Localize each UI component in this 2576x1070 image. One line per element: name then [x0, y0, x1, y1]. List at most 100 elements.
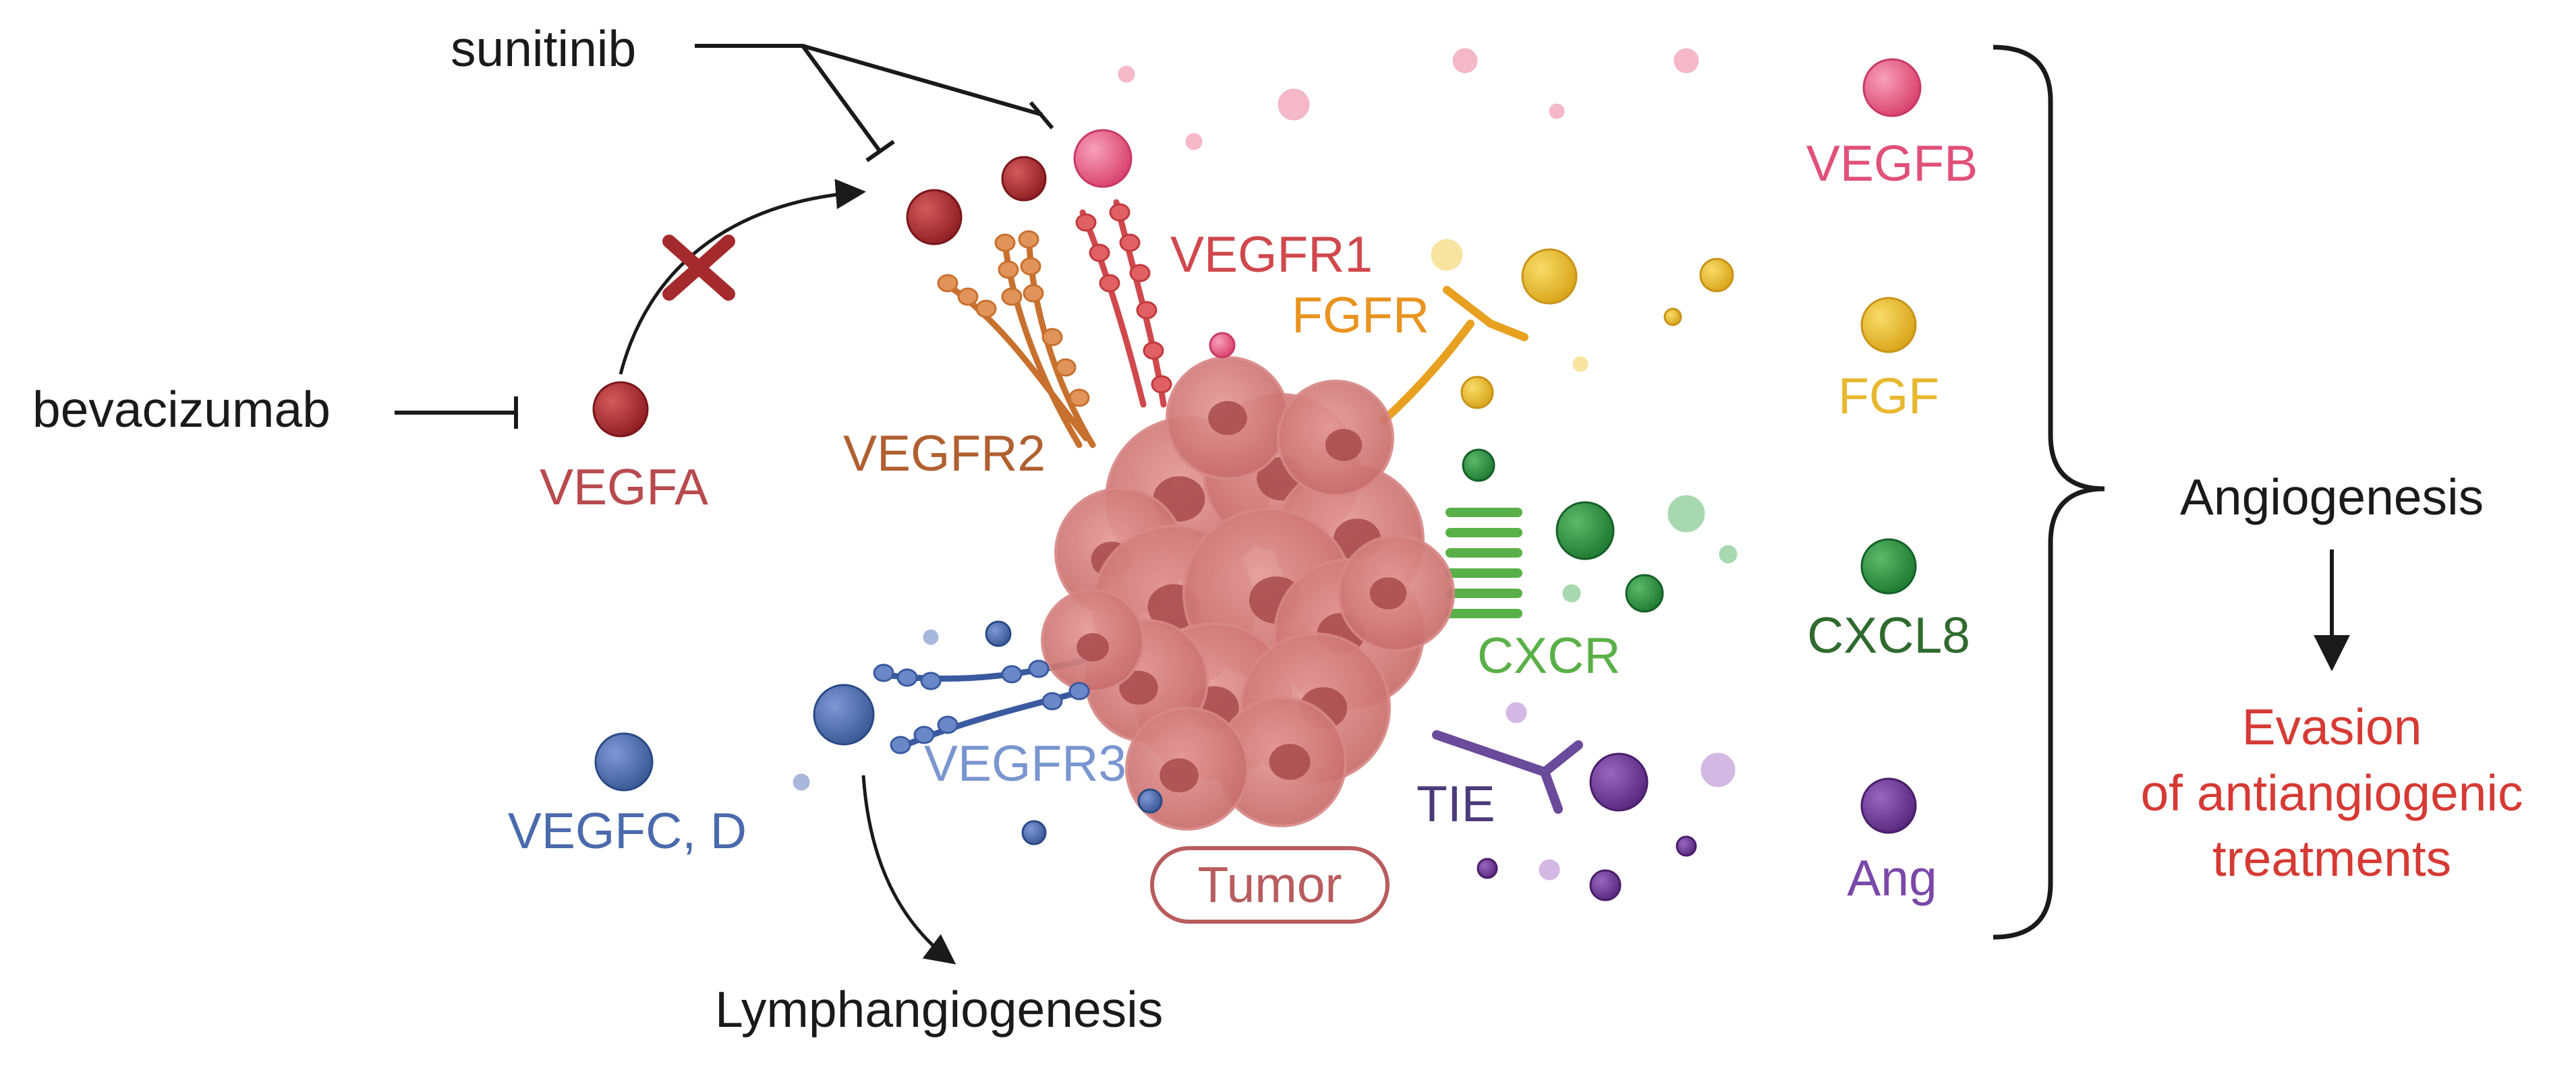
ligand-molecule: [1073, 129, 1133, 188]
ligand-molecule: [923, 629, 939, 645]
angiogenesis-label: Angiogenesis: [2179, 469, 2484, 525]
vegfa-label: VEGFA: [539, 458, 709, 515]
ligand-molecule: [1521, 248, 1578, 305]
tumor-cell-cluster: [1041, 356, 1455, 831]
tumor-cell-nucleus: [1325, 429, 1363, 461]
ligand-molecule: [1118, 65, 1135, 83]
vegfr3-label: VEGFR3: [924, 735, 1127, 792]
ligand-molecule: [1137, 788, 1163, 814]
vegfr1-bead: [1151, 375, 1172, 394]
vegfr2-bead: [1068, 388, 1090, 407]
lymphangiogenesis-label: Lymphangiogenesis: [715, 981, 1164, 1038]
ligand-molecule: [1625, 574, 1664, 613]
ligand-molecule: [1431, 239, 1463, 271]
ang-label: Ang: [1847, 850, 1937, 906]
fgf-label: FGF: [1838, 367, 1939, 424]
ligand-molecule: [1185, 133, 1203, 150]
ligand-molecule: [906, 189, 963, 245]
vegfr1-bead: [1129, 264, 1151, 283]
tumor-cell-nucleus: [1119, 670, 1158, 705]
ligand-molecule: [1589, 752, 1649, 812]
bevacizumab-label: bevacizumab: [32, 381, 331, 438]
ligand-molecule: [1001, 156, 1047, 202]
vegfr2-bead: [1023, 284, 1044, 303]
lymphangiogenesis-arrow: [861, 775, 956, 965]
vegfr2-bead: [957, 287, 979, 306]
tie-label: TIE: [1416, 775, 1495, 832]
ligand-molecule: [793, 773, 810, 791]
vegfr3-bead: [1001, 665, 1023, 684]
tumor-cell-nucleus: [1160, 758, 1199, 793]
tumor-cell-nucleus: [1269, 744, 1311, 780]
vegfr1-bead: [1109, 203, 1130, 222]
ligand-molecule: [1477, 858, 1498, 879]
cxcr-receptor-icon: [1446, 508, 1522, 618]
vegfr2-bead: [1020, 257, 1041, 276]
vegfr1-bead: [1136, 301, 1157, 320]
ligand-molecule: [1667, 495, 1705, 533]
ligand-molecule: [1700, 752, 1736, 787]
vegfr1-bead: [1089, 243, 1110, 262]
tumor-cell-nucleus: [1077, 633, 1109, 661]
tie-receptor-icon: [1432, 730, 1583, 814]
ligand-molecule: [1549, 103, 1565, 119]
ligand-molecule: [1860, 777, 1917, 834]
ligand-molecule: [1562, 584, 1581, 603]
vegfa-to-receptor-arrow: [619, 179, 866, 375]
evasion-line-3: treatments: [2212, 830, 2452, 887]
ligand-molecule: [1452, 48, 1478, 73]
vegfr2-bead: [1041, 328, 1063, 347]
ligand-molecule: [1663, 307, 1682, 326]
vegfr3-bead: [896, 668, 918, 687]
tumor-cell-nucleus: [1208, 400, 1247, 436]
blocked-cross-icon: [662, 235, 735, 301]
vegfr3-bead: [913, 725, 935, 744]
ligand-molecule: [985, 620, 1012, 647]
vegfr3-bead: [920, 672, 942, 690]
ligand-molecule: [594, 732, 654, 792]
vegfr1-bead: [1143, 341, 1164, 360]
curly-brace: [1993, 44, 2105, 940]
vegfr3-bead: [890, 736, 911, 754]
vegfr3-bead: [937, 715, 958, 734]
vegfr2-label: VEGFR2: [843, 425, 1046, 481]
bevacizumab-inhibition-line: [395, 396, 518, 429]
evasion-line-2: of antiangiogenic: [2140, 764, 2523, 821]
fgfr-label: FGFR: [1292, 287, 1430, 343]
ligand-molecule: [1021, 820, 1047, 845]
ligand-molecule: [1719, 545, 1738, 564]
vegfr3-bead: [1068, 682, 1090, 701]
ligand-molecule: [813, 684, 875, 746]
vegfr1-bead: [1119, 233, 1141, 252]
vegfcd-label: VEGFC, D: [507, 802, 747, 859]
evasion-label: Evasion of antiangiogenic treatments: [2140, 694, 2523, 892]
ligand-molecule: [1506, 702, 1527, 723]
ligand-molecule: [1539, 859, 1560, 881]
vegfr1-label: VEGFR1: [1170, 226, 1373, 283]
vegfr1-bead: [1075, 213, 1097, 232]
tumor-label-box: Tumor: [1150, 846, 1390, 924]
tumor-cell-nucleus: [1369, 577, 1407, 610]
ligand-molecule: [592, 381, 649, 438]
vegfr3-bead: [873, 663, 894, 682]
vegfr2-bead: [1055, 358, 1077, 377]
ligand-molecule: [1676, 835, 1697, 857]
evasion-line-1: Evasion: [2241, 699, 2422, 755]
ligand-molecule: [1673, 48, 1699, 73]
sunitinib-inhibition-lines: [695, 44, 1054, 162]
vegfr2-bead: [994, 233, 1016, 252]
ligand-molecule: [1860, 297, 1917, 353]
vegfr2-bead: [937, 274, 958, 293]
ligand-molecule: [1460, 376, 1494, 409]
ligand-molecule: [1555, 501, 1615, 560]
ligand-molecule: [1860, 538, 1917, 595]
ligand-molecules: [592, 48, 1922, 901]
vegfr3-bead: [1028, 659, 1050, 678]
vegfr1-bead: [1099, 274, 1120, 293]
ligand-molecule: [1209, 332, 1236, 359]
ligand-molecule: [1462, 448, 1495, 482]
ligand-molecule: [1589, 869, 1622, 901]
cxcr-label: CXCR: [1477, 627, 1621, 684]
vegfr2-bead: [975, 299, 997, 318]
vegfr2-bead: [998, 260, 1019, 279]
